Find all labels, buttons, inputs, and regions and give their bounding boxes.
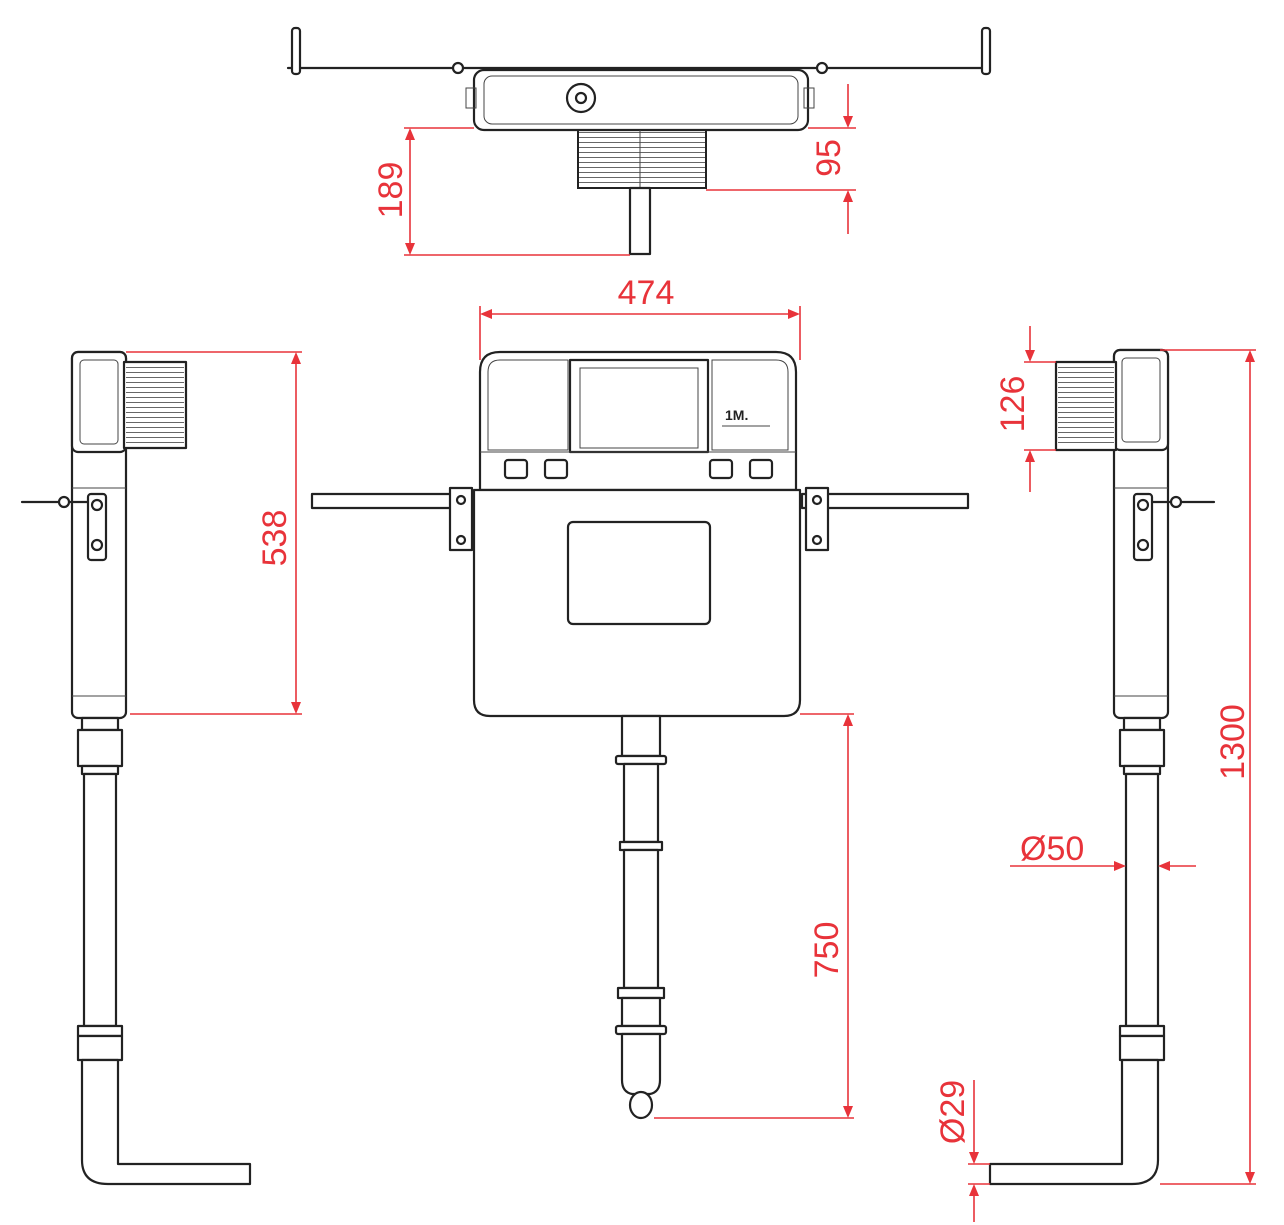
right-side-view-cistern: [1054, 348, 1216, 720]
dim-text-diameter-50: Ø50: [1020, 830, 1084, 868]
dim-text-750: 750: [808, 922, 846, 979]
front-view-cistern-body: [472, 488, 802, 718]
dim-left-538: 538: [126, 351, 302, 715]
right-side-view-flush-pipe: [988, 716, 1166, 1186]
dim-text-474: 474: [618, 274, 675, 312]
left-side-view-flush-pipe: [76, 716, 252, 1186]
dim-text-126: 126: [994, 376, 1032, 433]
front-view-flush-pipe: [614, 714, 668, 1120]
front-view-access-panel: [566, 520, 712, 626]
top-view: [286, 26, 992, 256]
dim-front-474: 474: [479, 274, 801, 360]
dim-right-diameter-50: Ø50: [1010, 830, 1196, 871]
dim-right-1300: 1300: [1160, 349, 1256, 1185]
top-view-mounting-bracket: [286, 26, 992, 76]
top-view-cistern-body: [465, 68, 815, 132]
dim-front-750: 750: [654, 713, 854, 1119]
left-side-view-cistern: [20, 350, 188, 720]
cistern-marking: 1M.: [725, 407, 748, 423]
front-view-top-cover: 1M.: [478, 350, 798, 492]
dim-text-538: 538: [256, 510, 294, 567]
dim-text-diameter-29: Ø29: [934, 1080, 972, 1144]
top-view-thread-connector: [577, 129, 707, 256]
dim-right-126: 126: [994, 326, 1056, 492]
dim-text-189: 189: [372, 162, 410, 219]
dim-text-1300: 1300: [1214, 704, 1252, 780]
front-view-outlet: [628, 1090, 654, 1120]
dim-text-95: 95: [810, 139, 848, 177]
front-view-mounting-bracket: [310, 486, 970, 552]
dim-top-95: 95: [706, 84, 856, 234]
dim-right-diameter-29: Ø29: [934, 1080, 990, 1222]
front-view: 1M.: [310, 350, 970, 1120]
left-side-view: [20, 350, 252, 1186]
dim-top-189: 189: [372, 127, 630, 256]
right-side-view: [988, 348, 1216, 1186]
